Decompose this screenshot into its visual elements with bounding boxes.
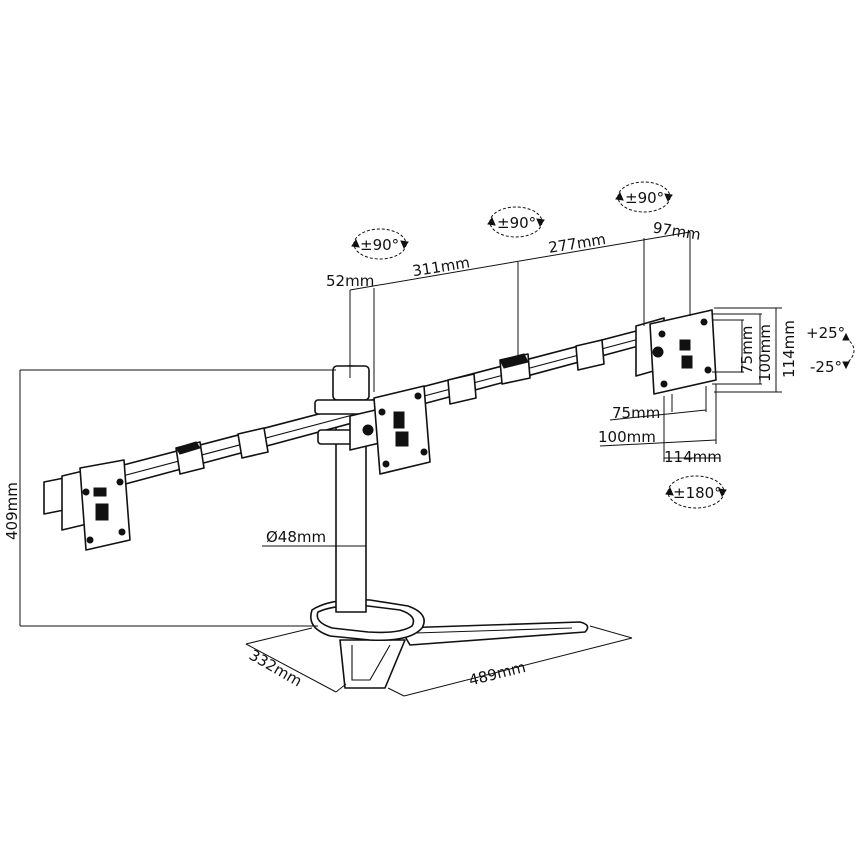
rotation-arrow-mid-icon [487, 206, 545, 238]
tilt-arrow-icon [842, 332, 855, 370]
pole-collar [314, 365, 386, 445]
dim-48-label: Ø48mm [266, 528, 326, 546]
dim-409-label: 409mm [3, 482, 21, 540]
dim-52-label: 52mm [326, 272, 374, 290]
desk-stand-base [310, 598, 589, 689]
rotation-arrow-panel-icon [665, 475, 727, 509]
middle-vesa-plate [349, 385, 431, 475]
vesa-114-horizontal-label: 114mm [664, 448, 722, 466]
dim-277-label: 277mm [547, 230, 607, 257]
rotation-left-label: ±90° [360, 236, 399, 254]
dim-311-label: 311mm [411, 253, 471, 280]
vesa-100-horizontal-label: 100mm [598, 428, 656, 446]
left-vesa-plate [43, 459, 131, 551]
rotation-mid-label: ±90° [497, 214, 536, 232]
dim-97-label: 97mm [652, 219, 703, 244]
vesa-100-vertical-label: 100mm [756, 324, 774, 382]
vesa-75-horizontal-label: 75mm [612, 404, 660, 422]
dimension-lines [19, 231, 782, 697]
vesa-114-vertical-label: 114mm [780, 320, 798, 378]
dim-332-label: 332mm [246, 646, 305, 691]
rotation-arrow-left-icon [351, 228, 409, 260]
tilt-down-label: -25° [810, 358, 842, 376]
rotation-right-label: ±90° [625, 189, 664, 207]
rotation-panel-label: ±180° [673, 484, 722, 502]
dim-489-label: 489mm [467, 658, 527, 689]
rotation-arrow-right-icon [615, 181, 673, 213]
tilt-up-label: +25° [806, 324, 845, 342]
vesa-75-vertical-label: 75mm [738, 326, 756, 374]
right-vesa-plate [635, 309, 717, 395]
